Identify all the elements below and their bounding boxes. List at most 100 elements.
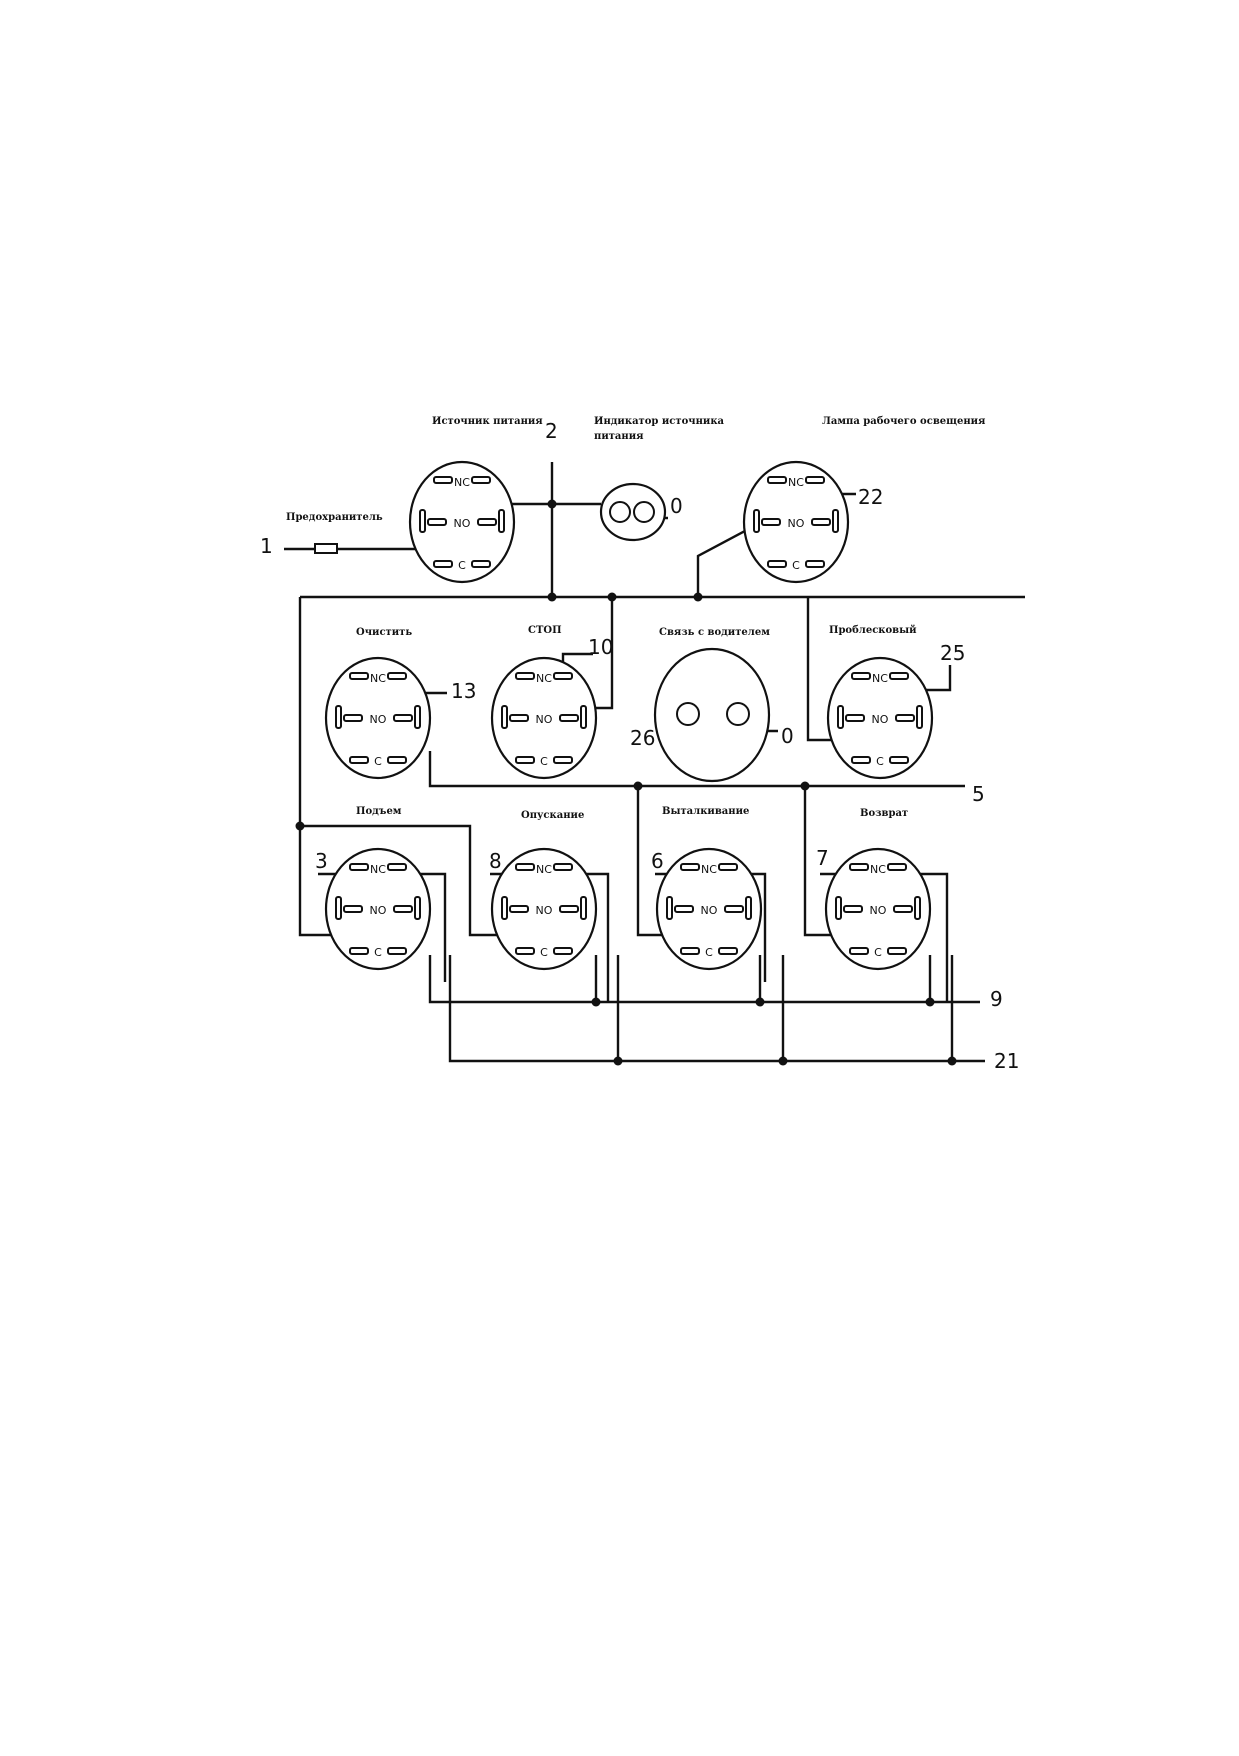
wire-number-3: 3 xyxy=(315,849,328,873)
driver-comm-jack xyxy=(653,647,771,783)
wire-number-5: 5 xyxy=(972,782,985,806)
terminal-c-left xyxy=(349,947,369,955)
terminal-no-right xyxy=(393,905,413,913)
terminal-no-right xyxy=(811,518,831,526)
terminal-c-right xyxy=(387,756,407,764)
switch-housing xyxy=(324,656,432,780)
terminal-no-right xyxy=(895,714,915,722)
terminal-label-no: NO xyxy=(536,713,553,726)
terminal-nc-right xyxy=(553,863,573,871)
switch-housing xyxy=(490,656,598,780)
switch-housing xyxy=(408,460,516,584)
terminal-nc-left xyxy=(515,672,535,680)
switch-housing xyxy=(824,847,932,971)
terminal-label-nc: NC xyxy=(370,672,386,685)
label-extend: Выталкивание xyxy=(662,806,750,817)
terminal-no-left xyxy=(843,905,863,913)
terminal-no-right xyxy=(477,518,497,526)
wire-number-0-indicator: 0 xyxy=(670,494,683,518)
terminal-c-right xyxy=(553,947,573,955)
junction-dot xyxy=(547,499,557,509)
junction-dot xyxy=(778,1056,788,1066)
wire-number-1: 1 xyxy=(260,534,273,558)
terminal-label-no: NO xyxy=(454,517,471,530)
terminal-c-right xyxy=(387,947,407,955)
terminal-label-no: NO xyxy=(370,713,387,726)
terminal-no-left xyxy=(343,714,363,722)
terminal-no-right xyxy=(724,905,744,913)
lamp-terminal-left xyxy=(835,896,842,920)
wire-number-0-comm: 0 xyxy=(781,724,794,748)
wire-number-7: 7 xyxy=(816,846,829,870)
terminal-no-left xyxy=(674,905,694,913)
terminal-label-c: C xyxy=(876,755,884,768)
terminal-nc-right xyxy=(889,672,909,680)
terminal-no-left xyxy=(343,905,363,913)
label-lower: Опускание xyxy=(521,810,585,821)
junction-dot xyxy=(755,997,765,1007)
terminal-nc-right xyxy=(471,476,491,484)
terminal-c-left xyxy=(767,560,787,568)
terminal-nc-left xyxy=(680,863,700,871)
terminal-nc-right xyxy=(387,672,407,680)
wire-5 xyxy=(428,751,965,788)
terminal-c-right xyxy=(718,947,738,955)
terminal-nc-left xyxy=(849,863,869,871)
terminal-c-left xyxy=(515,756,535,764)
power-indicator-lamp xyxy=(599,482,667,542)
junction-nodes xyxy=(295,499,957,1066)
terminal-no-left xyxy=(509,905,529,913)
jack-pin-left xyxy=(676,702,700,726)
junction-dot xyxy=(800,781,810,791)
lamp-terminal-left xyxy=(837,705,844,729)
label-driver-comm: Связь с водителем xyxy=(659,627,770,638)
lamp-terminal-left xyxy=(666,896,673,920)
terminal-c-left xyxy=(851,756,871,764)
extend-feed xyxy=(636,786,672,937)
wire-number-26: 26 xyxy=(630,726,656,750)
terminal-c-left xyxy=(515,947,535,955)
lamp-terminal-right xyxy=(832,509,839,533)
left-feed xyxy=(298,597,340,937)
terminal-c-left xyxy=(849,947,869,955)
switch-housing xyxy=(742,460,850,584)
fuse-symbol xyxy=(314,543,338,554)
terminal-label-no: NO xyxy=(788,517,805,530)
lamp-terminal-right xyxy=(914,896,921,920)
terminal-nc-right xyxy=(387,863,407,871)
terminal-nc-left xyxy=(349,672,369,680)
terminal-label-nc: NC xyxy=(788,476,804,489)
lamp-terminal-left xyxy=(501,896,508,920)
terminal-c-right xyxy=(887,947,907,955)
terminal-label-nc: NC xyxy=(701,863,717,876)
terminal-label-nc: NC xyxy=(872,672,888,685)
label-strobe: Проблесковый xyxy=(829,625,917,636)
wire-number-9: 9 xyxy=(990,987,1003,1011)
wire-number-21: 21 xyxy=(994,1049,1020,1073)
terminal-label-c: C xyxy=(705,946,713,959)
terminal-label-nc: NC xyxy=(536,863,552,876)
terminal-nc-right xyxy=(805,476,825,484)
lamp-terminal-left xyxy=(753,509,760,533)
terminal-nc-left xyxy=(433,476,453,484)
lamp-terminal-right xyxy=(916,705,923,729)
switches: NCNOCNCNOCNCNOCNCNOCNCNOCNCNOCNCNOCNCNOC… xyxy=(324,460,934,971)
terminal-no-left xyxy=(761,518,781,526)
terminal-no-right xyxy=(893,905,913,913)
switch-housing xyxy=(324,847,432,971)
terminal-c-right xyxy=(553,756,573,764)
junction-dot xyxy=(295,821,305,831)
terminal-label-c: C xyxy=(374,946,382,959)
junction-dot xyxy=(613,1056,623,1066)
indicator-bulb-left xyxy=(609,501,631,523)
jack-housing xyxy=(653,647,771,783)
junction-dot xyxy=(693,592,703,602)
terminal-label-c: C xyxy=(540,755,548,768)
